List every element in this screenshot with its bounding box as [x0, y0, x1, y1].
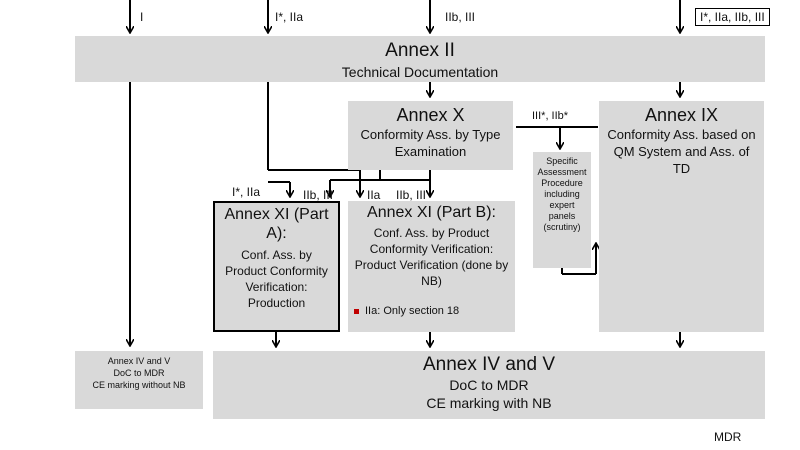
annex-iv-big-title: Annex IV and V: [422, 354, 556, 375]
label-class-all: I*, IIa, IIb, III: [695, 8, 770, 26]
annex-ii-subtitle: Technical Documentation: [341, 64, 499, 80]
label-class-i-star-iia: I*, IIa: [275, 10, 304, 24]
annex-iv-big-line3: CE marking with NB: [426, 395, 552, 411]
annex-x-subtitle: Conformity Ass. by Type Examination: [360, 127, 501, 159]
annex-iv-small-line3: CE marking without NB: [92, 380, 186, 390]
annex-ii-title: Annex II: [385, 40, 455, 61]
annex-x-title: Annex X: [396, 105, 465, 125]
annex-ix-subtitle: Conformity Ass. based on QM System and A…: [607, 127, 756, 176]
annex-xi-part-b-note-row: IIa: Only section 18: [354, 305, 459, 317]
annex-ix-box: Annex IX Conformity Ass. based on QM Sys…: [599, 101, 764, 332]
annex-iv-with-nb-box: Annex IV and V DoC to MDR CE marking wit…: [213, 351, 765, 419]
annex-xi-part-b-note: IIa: Only section 18: [365, 305, 460, 317]
bullet-icon: [354, 308, 359, 314]
annex-iv-big-line2: DoC to MDR: [449, 377, 529, 393]
annex-iv-small-line1: Annex IV and V: [107, 356, 171, 366]
annex-xi-part-a-title: Annex XI (Part A):: [224, 206, 329, 242]
annex-xi-part-a-subtitle: Conf. Ass. by Product Conformity Verific…: [225, 248, 328, 310]
annex-xi-part-a-box: Annex XI (Part A): Conf. Ass. by Product…: [213, 201, 340, 332]
label-part-a-classes: I*, IIa: [232, 185, 261, 199]
label-class-i: I: [140, 10, 144, 24]
label-part-b-iib: IIb, III: [396, 188, 427, 202]
label-part-a-iib: IIb, III: [303, 188, 334, 202]
annex-iv-small-line2: DoC to MDR: [113, 368, 165, 378]
annex-x-box: Annex X Conformity Ass. by Type Examinat…: [348, 101, 513, 170]
footer-mdr: MDR: [714, 430, 742, 444]
annex-ii-box: Annex II Technical Documentation: [75, 36, 765, 82]
label-part-b-iia: IIa: [367, 188, 381, 202]
label-scrutiny-classes: III*, IIb*: [532, 110, 569, 122]
scrutiny-box: Specific Assessment Procedure including …: [533, 152, 591, 268]
annex-xi-part-b-box: Annex XI (Part B): Conf. Ass. by Product…: [348, 201, 515, 332]
annex-xi-part-b-title: Annex XI (Part B):: [367, 204, 496, 221]
scrutiny-text: Specific Assessment Procedure including …: [537, 156, 587, 232]
label-class-iib-iii: IIb, III: [445, 10, 476, 24]
annex-xi-part-b-subtitle: Conf. Ass. by Product Conformity Verific…: [354, 226, 509, 288]
annex-ix-title: Annex IX: [644, 105, 719, 125]
annex-iv-without-nb-box: Annex IV and V DoC to MDR CE marking wit…: [75, 351, 203, 409]
